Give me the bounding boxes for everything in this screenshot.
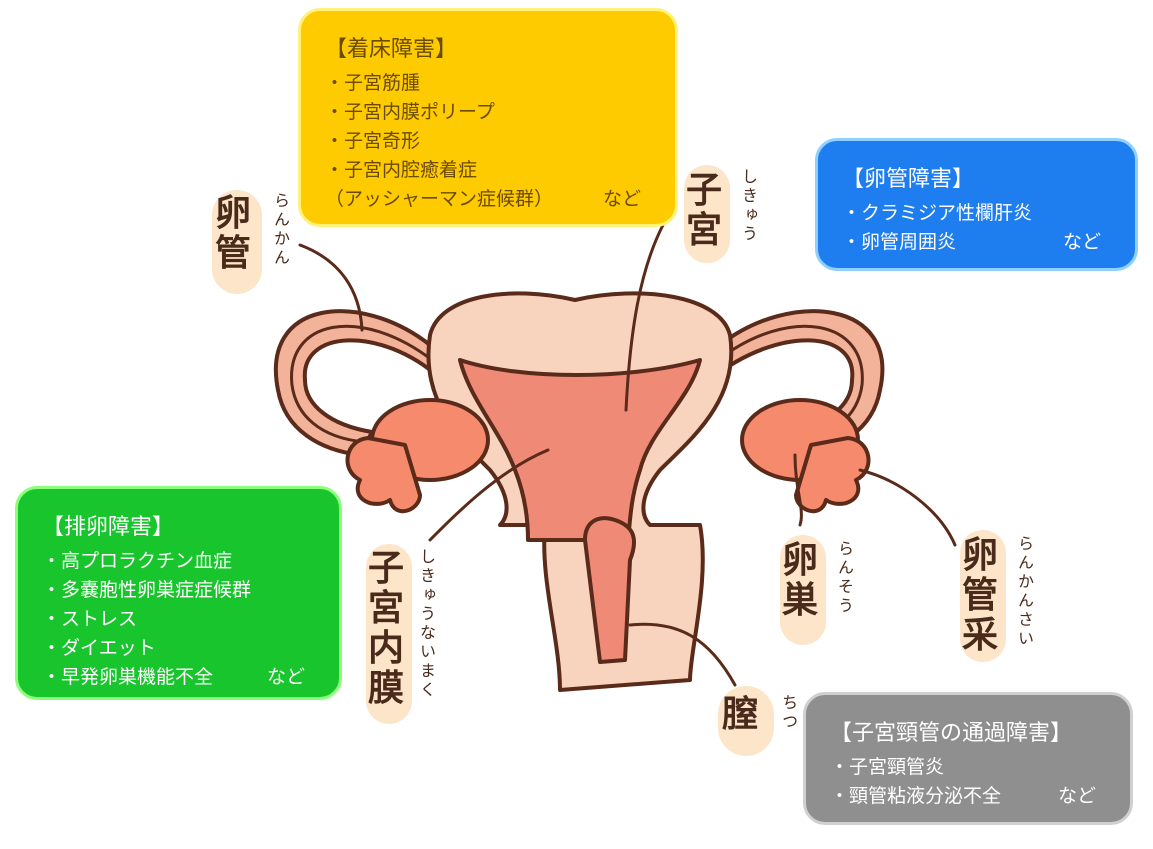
vagina-label: 膣 — [722, 694, 758, 734]
ovary-label: 卵 巣 — [782, 540, 818, 620]
label-highlight — [212, 190, 262, 294]
list-item: ・卵管周囲炎 など — [842, 228, 1111, 257]
item-list: ・クラミジア性欄肝炎 ・卵管周囲炎 など — [842, 199, 1111, 257]
cervical-passage-disorder-box: 【子宮頸管の通過障害】 ・子宮頸管炎 ・頸管粘液分泌不全 など — [803, 692, 1133, 825]
list-item: ・クラミジア性欄肝炎 — [842, 202, 1033, 224]
label-highlight — [960, 530, 1006, 662]
etc-suffix: など — [266, 666, 305, 688]
item-text: （アッシャーマン症候群） — [325, 188, 554, 210]
etc-suffix: など — [1062, 231, 1101, 253]
list-item: ・子宮筋腫 — [325, 72, 421, 94]
list-item: ・子宮内膜ポリープ — [325, 101, 495, 123]
implantation-disorder-box: 【着床障害】 ・子宮筋腫 ・子宮内膜ポリープ ・子宮奇形 ・子宮内腔癒着症 （ア… — [298, 8, 678, 227]
list-item: ・子宮内腔癒着症 — [325, 159, 478, 181]
list-item: ・ダイエット — [42, 637, 156, 659]
etc-suffix: など — [1057, 785, 1096, 807]
vagina-reading: ちつ — [779, 694, 798, 732]
fallopian-tube-label: 卵 管 — [215, 193, 251, 273]
kanji-char: 卵 — [782, 539, 819, 581]
kanji-char: 巣 — [782, 579, 819, 621]
item-list: ・子宮頸管炎 ・頸管粘液分泌不全 など — [830, 753, 1106, 811]
box-title: 【排卵障害】 — [42, 515, 175, 540]
list-item: ・ストレス — [42, 608, 138, 630]
ovary-reading: らんそう — [835, 540, 854, 616]
label-highlight — [684, 165, 730, 263]
kanji-char: 管 — [215, 232, 252, 274]
fimbriae-left — [345, 436, 422, 514]
kanji-char: 内 — [368, 627, 405, 669]
kanji-char: 卵 — [962, 534, 999, 576]
kanji-char: 子 — [368, 547, 405, 589]
kanji-char: 采 — [962, 614, 999, 656]
kanji-char: 宮 — [686, 209, 723, 251]
kanji-char: 膣 — [722, 693, 759, 735]
list-item: ・子宮奇形 — [325, 130, 421, 152]
list-item: ・多嚢胞性卵巣症症候群 — [42, 579, 252, 601]
fimbriae-label: 卵 管 采 — [962, 535, 998, 655]
fimbriae-right — [794, 436, 871, 514]
cervix — [583, 516, 636, 664]
box-title: 【卵管障害】 — [842, 167, 975, 192]
list-item: ・頸管粘液分泌不全 など — [830, 782, 1106, 811]
kanji-char: 管 — [962, 574, 999, 616]
item-text: ・早発卵巣機能不全 — [42, 666, 214, 688]
list-item: ・高プロラクチン血症 — [42, 550, 233, 572]
etc-suffix: など — [602, 188, 641, 210]
label-highlight — [718, 686, 774, 756]
kanji-char: 子 — [686, 169, 723, 211]
box-title: 【子宮頸管の通過障害】 — [830, 721, 1073, 746]
uterine-cavity — [458, 358, 702, 542]
item-list: ・子宮筋腫 ・子宮内膜ポリープ ・子宮奇形 ・子宮内腔癒着症 （アッシャーマン症… — [325, 69, 651, 214]
uterus-reading: しきゅう — [739, 168, 758, 244]
endometrium-label: 子 宮 内 膜 — [368, 548, 404, 708]
list-item: ・早発卵巣機能不全 など — [42, 663, 315, 692]
item-list: ・高プロラクチン血症 ・多嚢胞性卵巣症症候群 ・ストレス ・ダイエット ・早発卵… — [42, 547, 315, 692]
endometrium-reading: しきゅうないまく — [417, 548, 436, 700]
ovulation-disorder-box: 【排卵障害】 ・高プロラクチン血症 ・多嚢胞性卵巣症症候群 ・ストレス ・ダイエ… — [15, 486, 342, 700]
fimbriae-reading: らんかんさい — [1015, 535, 1034, 649]
kanji-char: 膜 — [368, 667, 405, 709]
fallopian-tube-reading: らんかん — [271, 192, 290, 268]
tubal-disorder-box: 【卵管障害】 ・クラミジア性欄肝炎 ・卵管周囲炎 など — [815, 138, 1138, 271]
box-title: 【着床障害】 — [325, 37, 458, 62]
kanji-char: 卵 — [215, 192, 252, 234]
label-highlight — [366, 544, 412, 724]
label-highlight — [780, 535, 826, 645]
item-text: ・卵管周囲炎 — [842, 231, 957, 253]
kanji-char: 宮 — [368, 587, 405, 629]
list-item: （アッシャーマン症候群） など — [325, 185, 651, 214]
uterus-label: 子 宮 — [686, 170, 722, 250]
list-item: ・子宮頸管炎 — [830, 756, 945, 778]
item-text: ・頸管粘液分泌不全 — [830, 785, 1002, 807]
